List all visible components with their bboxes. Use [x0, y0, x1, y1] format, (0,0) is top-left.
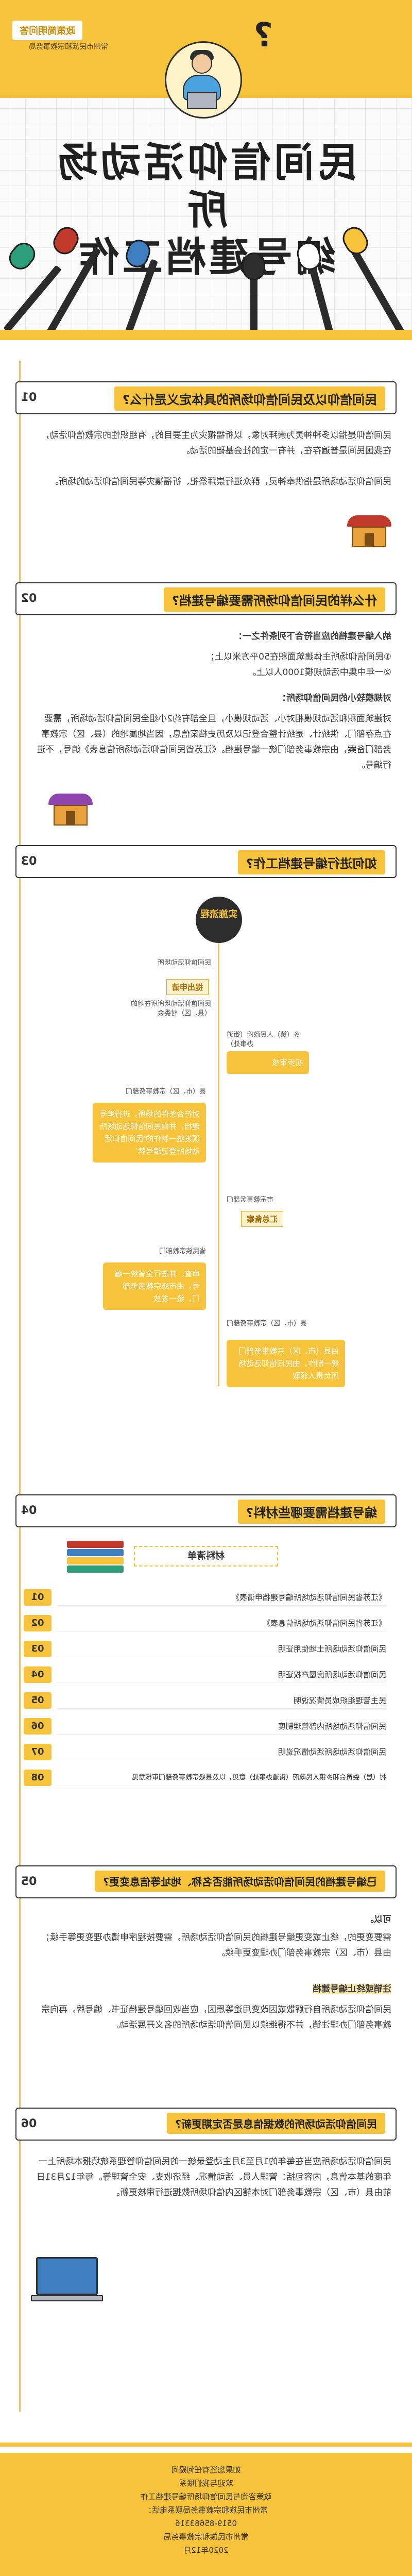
flow-step-who: 县（市、区）宗教事务部门	[227, 1320, 307, 1327]
section-04-header: 04 编号建档需要哪些材料?	[15, 1494, 397, 1527]
flow-connector	[218, 943, 219, 1386]
material-row: 02《江苏省民间信仰活动场所信息表》	[21, 1613, 391, 1634]
section-06-header: 06 民间信仰活动场所的数据信息是否定期更新?	[15, 2108, 397, 2141]
question-mark-icon: ?	[253, 16, 273, 55]
flow-step-action: 审查、并进行全省统一编号，由市级宗教事务部门，统一发放	[103, 1262, 206, 1310]
hero-banner: 政策简明问答 常州市民族和宗教事务局 ? 民间信仰活动场所 编号建档工作	[0, 0, 412, 340]
section-02-item-1: ①民间信仰场所主体建筑面积在50平方米以上；	[206, 652, 391, 662]
section-title: 民间信仰活动场所的数据信息是否定期更新?	[167, 2113, 385, 2134]
section-title: 民间信仰以及民间信仰场所的具体定义是什么?	[114, 386, 385, 411]
hero-subtitle: 常州市民族和宗教事务局	[29, 43, 108, 51]
temple-illustration	[48, 794, 93, 830]
section-06-paragraph: 民间信仰活动场所应当在每年的1月至3月主动登录统一的民间信仰管理系统填报本场所上…	[36, 2157, 391, 2198]
section-05-paragraph-1: 可以。	[365, 1914, 391, 1925]
section-number: 01	[18, 388, 40, 408]
flow-step-action: 初步审核	[227, 1051, 309, 1074]
flow-step-action: 提出申请	[166, 979, 209, 995]
section-05-paragraph-3: 民间信仰活动场所自行解散或因改变用途等原因，应当收回编号建档证书、编号牌，再向宗…	[41, 2005, 391, 2030]
section-05-paragraph-2: 需要变更的，终止或变更编号建档的民间信仰活动场所，需要按程序申请办理变更等手续；…	[41, 1932, 391, 1958]
material-row: 01《江苏省民间信仰活动场所编号建档申请表》	[21, 1587, 391, 1608]
section-title: 如何进行编号建档工作?	[238, 850, 385, 874]
flow-step-who: 市宗教事务部门	[227, 1196, 274, 1204]
flow-step-who: 民间信仰活动场所	[157, 959, 211, 967]
temple-illustration	[347, 515, 391, 551]
person-with-laptop-illustration	[165, 41, 242, 119]
materials-list-title: 材料清单	[134, 1546, 278, 1567]
hero-bottom-band	[0, 330, 412, 340]
section-title: 编号建档需要哪些材料?	[238, 1500, 385, 1524]
laptop-illustration	[31, 2257, 103, 2303]
section-01-paragraph-1: 民间信仰是指以多种神灵为崇拜对象，以祈福禳灾为主要目的，有组织性的宗教信仰活动，…	[41, 430, 391, 456]
flow-step-who: 县（市、区）宗教事务部门	[125, 1088, 206, 1096]
section-02-header: 02 什么样的民间信仰场所需要编号建档?	[15, 582, 397, 615]
flow-step-note: 民间信仰活动场所所在地的（县、区）村委会	[130, 1000, 211, 1017]
flow-step-who: 省民族宗教部门	[159, 1248, 206, 1255]
section-05-highlight: 注销或终止编号建档	[313, 1984, 391, 1994]
flow-step-action: 汇总备案	[241, 1211, 283, 1227]
footer-text: 如果您还有任何疑问 欢迎与我们联系 政策咨询与民间信仰场所编号建档工作 常州市民…	[140, 2465, 272, 2555]
section-number: 03	[18, 851, 40, 872]
section-03-header: 03 如何进行编号建档工作?	[15, 845, 397, 878]
flow-step-action: 由县（市、区）宗教事务部门统一制作，由民间信仰活动场所负责人领取	[227, 1340, 345, 1387]
section-02-subheading-1: 纳入编号建档的应当符合下列条件之一：	[234, 631, 391, 642]
section-02-subheading-2: 对规模较小的民间信仰场所：	[278, 693, 391, 703]
section-05-header: 05 已编号建档的民间信仰活动场所能否名称、地址等信息变更?	[15, 1865, 397, 1898]
books-illustration	[67, 1541, 124, 1577]
title-line-1: 民间信仰活动场所	[55, 139, 358, 233]
flow-start-badge: 实施流程	[196, 897, 242, 943]
flow-step-who: 乡（镇）人民政府（街道办事处）	[227, 1031, 301, 1048]
section-title: 什么样的民间信仰场所需要编号建档?	[164, 587, 385, 612]
section-title: 已编号建档的民间信仰活动场所能否名称、地址等信息变更?	[95, 1871, 385, 1892]
timeline-line	[19, 361, 21, 2412]
section-number: 06	[18, 2114, 40, 2134]
section-02-item-2: ②一年中集中活动规模1000人以上。	[247, 667, 391, 678]
footer-divider	[0, 2443, 412, 2447]
section-number: 05	[18, 1872, 40, 1892]
flow-step-action: 对符合条件的场所，进行编号建档，并向民间信仰活动场所颁发统一制作的‘民间信仰活动…	[93, 1103, 206, 1163]
section-number: 04	[18, 1501, 40, 1521]
section-01-header: 01 民间信仰以及民间信仰场所的具体定义是什么?	[15, 381, 397, 414]
section-number: 02	[18, 588, 40, 609]
hero-badge: 政策简明问答	[12, 21, 82, 40]
section-01-paragraph-2: 民间信仰活动场所是指供奉神灵，群众进行崇拜祭祀、祈福禳灾等民间信仰活动的场所。	[50, 477, 391, 487]
section-02-paragraph: 对建筑面积和活动规模相对小、活动规模小，且全部有约2小组全民间信仰活动场所，需要…	[37, 714, 392, 770]
